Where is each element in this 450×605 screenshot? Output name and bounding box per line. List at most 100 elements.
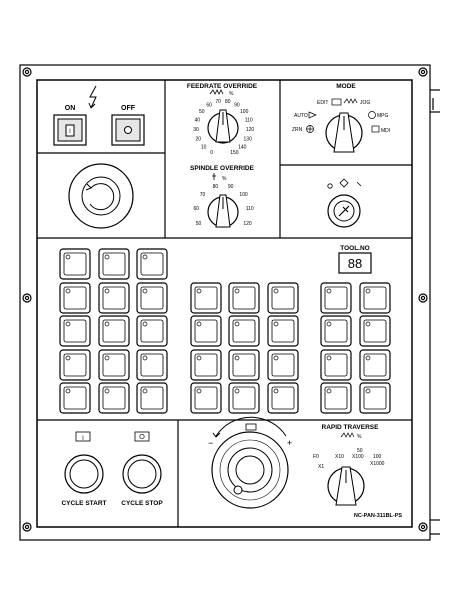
keypad-button[interactable] (191, 350, 221, 380)
rapid-label-x1: X1 (318, 464, 324, 470)
key-led-icon (327, 356, 331, 360)
feedrate-tick-label: 70 (215, 99, 221, 105)
jog-icon (344, 99, 357, 103)
keypad-button[interactable] (360, 283, 390, 313)
rapid-label-x10: X10 (335, 454, 344, 460)
keypad-button[interactable] (60, 283, 90, 313)
keypad-button[interactable] (360, 316, 390, 346)
key-led-icon (105, 389, 109, 393)
tool-no-label: TOOL.NO (340, 245, 370, 252)
key-led-icon (143, 322, 147, 326)
key-led-icon (197, 356, 201, 360)
keypad-button[interactable] (60, 249, 90, 279)
keypad (60, 249, 390, 413)
keypad-button[interactable] (60, 350, 90, 380)
key-led-icon (366, 389, 370, 393)
mode-label-edit: EDIT (317, 100, 328, 106)
key-switch[interactable] (328, 195, 360, 227)
key-led-icon (366, 322, 370, 326)
feedrate-tick-label: 50 (199, 109, 205, 115)
spindle-symbol-icon (212, 173, 216, 180)
keypad-button[interactable] (137, 383, 167, 413)
key-led-icon (327, 322, 331, 326)
keypad-button[interactable] (191, 383, 221, 413)
keypad-button[interactable] (191, 283, 221, 313)
mdi-icon (372, 126, 379, 132)
keypad-button[interactable] (360, 383, 390, 413)
key-led-icon (235, 356, 239, 360)
mode-title: MODE (336, 83, 356, 90)
handwheel-dial[interactable] (212, 432, 288, 508)
spindle-tick-label: 60 (194, 206, 200, 212)
key-led-icon (327, 389, 331, 393)
mode-label-mpg: MPG (377, 113, 389, 119)
key-led-icon (66, 289, 70, 293)
spindle-title: SPINDLE OVERRIDE (190, 165, 255, 172)
keypad-button[interactable] (99, 383, 129, 413)
cycle-start-button[interactable] (65, 455, 103, 493)
keypad-button[interactable] (191, 316, 221, 346)
key-led-icon (66, 255, 70, 259)
key-led-icon (66, 322, 70, 326)
emergency-stop-button[interactable] (69, 164, 133, 228)
key-led-icon (105, 255, 109, 259)
keypad-button[interactable] (137, 283, 167, 313)
keypad-button[interactable] (99, 283, 129, 313)
screw (23, 523, 31, 531)
rapid-label-100: 100 (373, 454, 382, 460)
keypad-button[interactable] (321, 350, 351, 380)
keypad-button[interactable] (137, 249, 167, 279)
key-led-icon (274, 322, 278, 326)
keypad-button[interactable] (268, 350, 298, 380)
feedrate-tick-label: 60 (206, 103, 212, 109)
keypad-button[interactable] (268, 383, 298, 413)
rapid-label-x1000: X1000 (370, 461, 385, 467)
keypad-button[interactable] (229, 283, 259, 313)
key-led-icon (105, 322, 109, 326)
keypad-button[interactable] (229, 350, 259, 380)
spindle-knob[interactable] (208, 195, 238, 227)
key-led-icon (235, 289, 239, 293)
keypad-button[interactable] (99, 316, 129, 346)
key-led-icon (197, 289, 201, 293)
feedrate-tick-label: 20 (196, 137, 202, 143)
cycle-stop-button[interactable] (123, 455, 161, 493)
key-led-icon (143, 356, 147, 360)
power-on-button[interactable]: I (54, 115, 86, 145)
rapid-symbol-icon (341, 433, 354, 437)
rapid-label-x100: X100 (352, 454, 364, 460)
keypad-button[interactable] (229, 316, 259, 346)
mode-section: MODE EDIT JOG AUTO MPG ZRN MDI (292, 83, 390, 152)
keypad-button[interactable] (321, 283, 351, 313)
keypad-button[interactable] (321, 383, 351, 413)
keypad-button[interactable] (268, 316, 298, 346)
feedrate-tick-label: 150 (230, 150, 239, 156)
rapid-traverse-knob[interactable] (328, 467, 364, 505)
rapid-unit: % (357, 434, 362, 440)
tool-number-display: TOOL.NO 88 (339, 245, 371, 273)
key-led-icon (143, 289, 147, 293)
feedrate-knob[interactable] (208, 110, 238, 143)
keypad-button[interactable] (99, 249, 129, 279)
model-code: NC-PAN-311BL-PS (354, 513, 403, 519)
edit-icon (332, 99, 341, 105)
keypad-button[interactable] (137, 316, 167, 346)
keypad-button[interactable] (137, 350, 167, 380)
keypad-button[interactable] (268, 283, 298, 313)
spindle-tick-label: 90 (228, 184, 234, 190)
screw (23, 294, 31, 302)
power-off-button[interactable] (112, 115, 144, 145)
handwheel-crank[interactable] (234, 486, 242, 494)
cycle-start-label: CYCLE START (61, 500, 106, 507)
keypad-button[interactable] (321, 316, 351, 346)
keypad-button[interactable] (60, 383, 90, 413)
keypad-button[interactable] (99, 350, 129, 380)
keypad-button[interactable] (60, 316, 90, 346)
rapid-label-f0: F0 (313, 454, 319, 460)
mode-selector-knob[interactable] (326, 113, 362, 152)
off-label: OFF (121, 105, 136, 112)
keypad-button[interactable] (229, 383, 259, 413)
on-label: ON (65, 105, 76, 112)
screw (419, 294, 427, 302)
keypad-button[interactable] (360, 350, 390, 380)
